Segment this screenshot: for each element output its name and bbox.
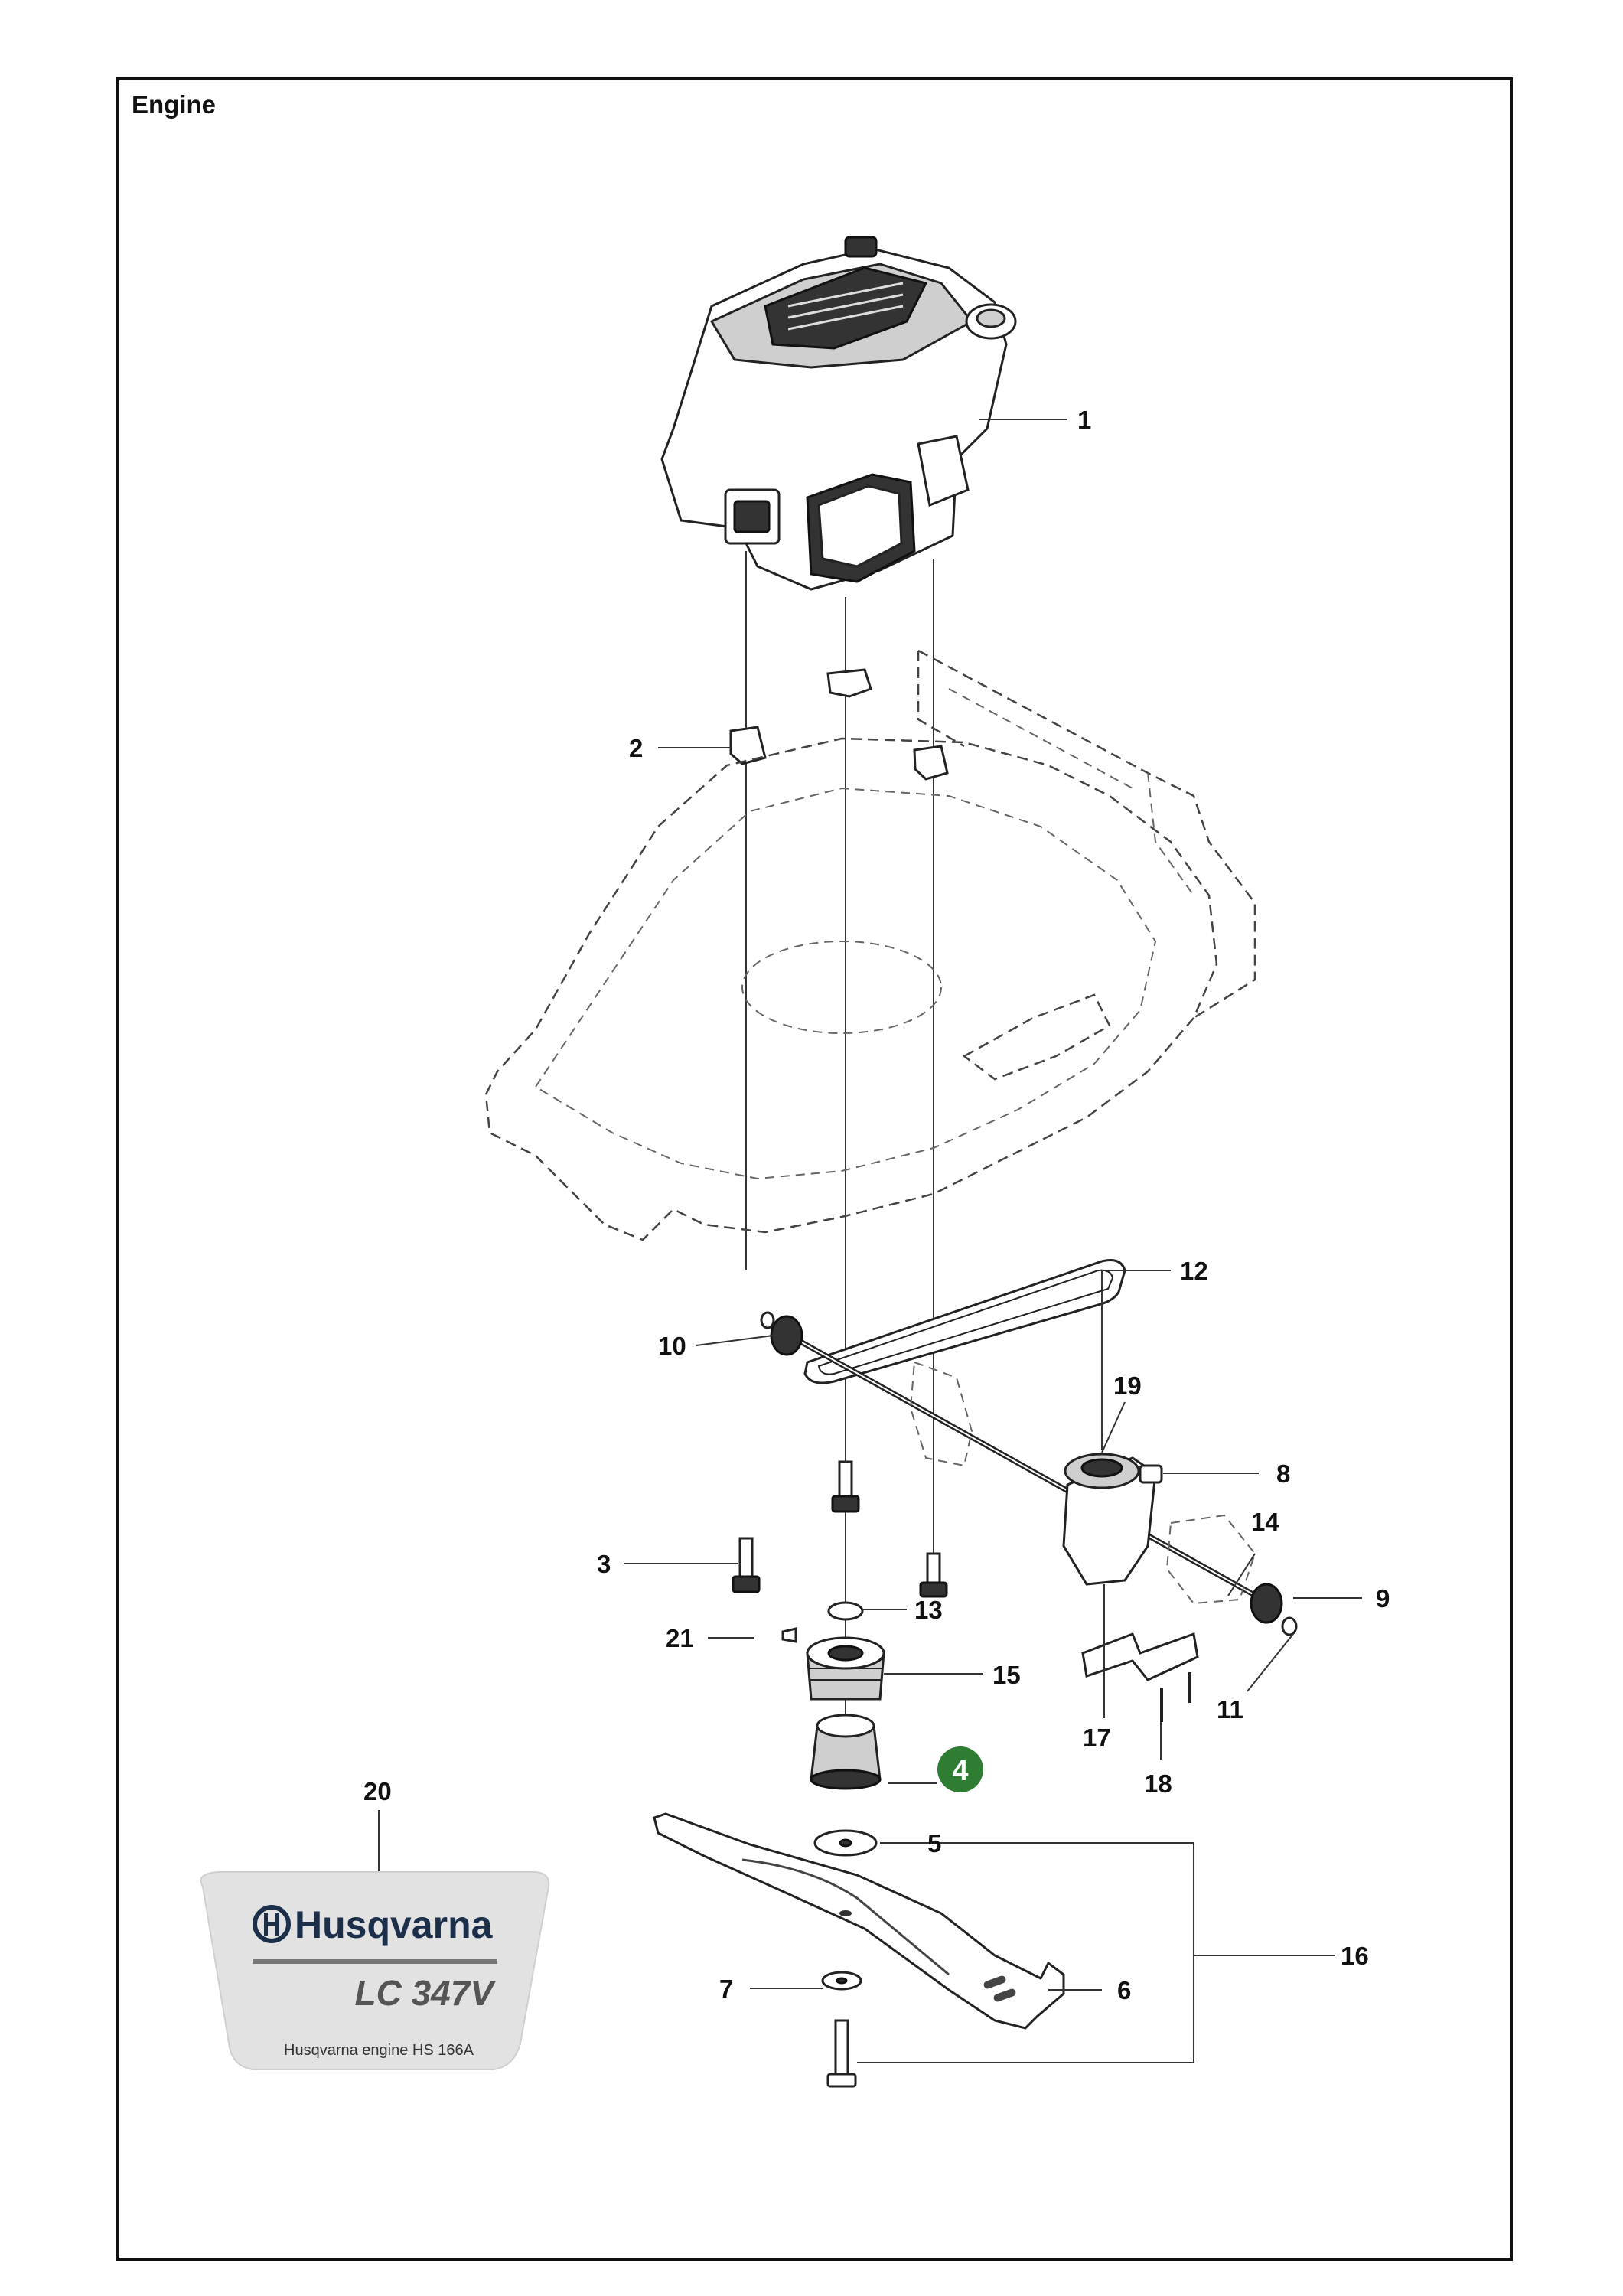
callout-18: 18 [1144, 1769, 1172, 1798]
engine-mount-spacers [729, 668, 949, 781]
diagram-frame [116, 77, 1513, 2261]
crankshaft-stack [653, 1601, 1065, 2088]
assembly-axes [745, 551, 934, 1760]
blade-bolt [826, 2019, 857, 2088]
section-title: Engine [132, 90, 217, 119]
callout-8: 8 [1276, 1459, 1290, 1488]
decal-brand: Husqvarna [295, 1903, 494, 1946]
callout-4: 4 [952, 1755, 968, 1787]
cutting-blade [653, 1812, 1065, 2030]
callout-10: 10 [658, 1332, 686, 1360]
husqvarna-crown-icon [253, 1905, 291, 1943]
gearbox-bracket [1081, 1632, 1199, 1681]
blade-washer [813, 1829, 878, 1857]
callout-17: 17 [1083, 1724, 1111, 1752]
decal-engine: Husqvarna engine HS 166A [284, 2042, 474, 2059]
blade-bolt-washer [821, 1971, 862, 1991]
engine-bolts [732, 1460, 948, 1598]
highlight-badge [937, 1746, 983, 1792]
decal-model: LC 347V [354, 1973, 496, 2013]
callout-12: 12 [1180, 1257, 1208, 1285]
callout-11: 11 [1217, 1695, 1243, 1724]
engine-assembly [660, 236, 1017, 591]
callout-20: 20 [363, 1777, 392, 1805]
callout-13: 13 [914, 1596, 943, 1624]
callout-19: 19 [1113, 1371, 1142, 1400]
callout-9: 9 [1376, 1584, 1390, 1613]
callout-7: 7 [719, 1975, 733, 2003]
callout-2: 2 [629, 734, 643, 762]
blade-adapter [810, 1714, 882, 1790]
decal-label: Husqvarna LC 347V Husqvarna engine HS 16… [200, 1871, 550, 2070]
drive-axle-gearbox [760, 1311, 1298, 1722]
gearbox [1062, 1453, 1163, 1586]
pinion-gear-right [1250, 1583, 1298, 1636]
blade-brake-pulley [806, 1636, 885, 1701]
callout-16: 16 [1341, 1942, 1369, 1970]
drive-belt [803, 1259, 1126, 1384]
callout-6: 6 [1117, 1976, 1131, 2004]
callout-21: 21 [666, 1624, 694, 1652]
callout-15: 15 [992, 1661, 1021, 1689]
callout-5: 5 [927, 1829, 941, 1857]
bracket-screws [1160, 1672, 1191, 1722]
leader-lines [378, 419, 1362, 2063]
callout-3: 3 [597, 1550, 611, 1578]
mower-deck-outline [484, 649, 1256, 1241]
pinion-gear-left [760, 1311, 803, 1356]
callout-14: 14 [1251, 1508, 1279, 1536]
callout-numbers: 1 2 3 4 5 6 7 8 9 10 11 12 13 14 15 16 1… [363, 406, 1390, 2004]
callout-1: 1 [1077, 406, 1091, 434]
